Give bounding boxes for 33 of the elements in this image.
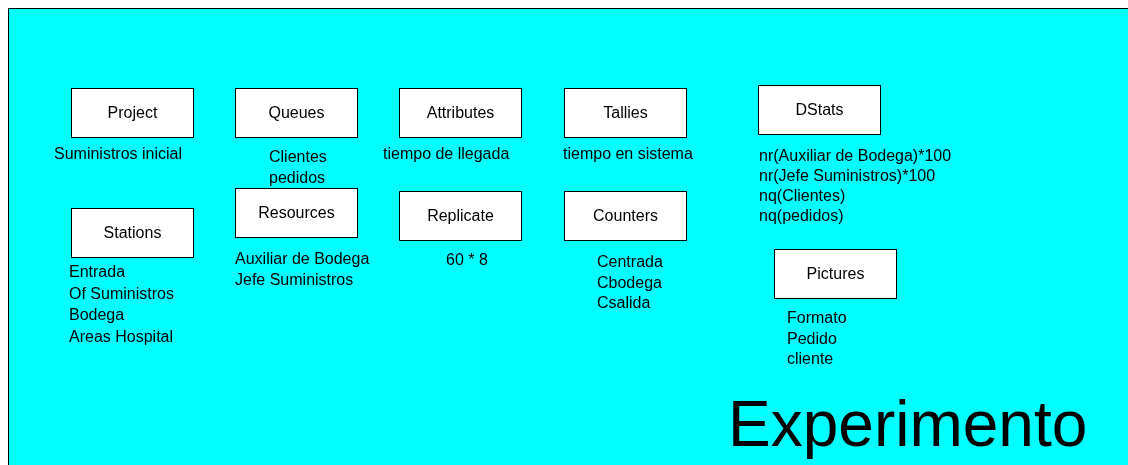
list-item: nr(Auxiliar de Bodega)*100 xyxy=(759,146,952,166)
label-box: Pictures xyxy=(774,249,897,299)
list-item: nr(Jefe Suministros)*100 xyxy=(759,166,936,186)
label-box: Stations xyxy=(71,208,194,258)
list-item: nq(Clientes) xyxy=(759,186,846,206)
list-item: 60 * 8 xyxy=(446,250,488,270)
label-box: DStats xyxy=(758,85,881,135)
label-box: Queues xyxy=(235,88,358,138)
list-item: Areas Hospital xyxy=(69,326,174,347)
list-item: Clientes xyxy=(269,147,327,167)
list-item: tiempo en sistema xyxy=(563,144,693,164)
list-item: Formato xyxy=(787,308,847,328)
list-item: Suministros inicial xyxy=(54,144,183,164)
list-item: Csalida xyxy=(597,293,651,313)
list-item: Centrada xyxy=(597,252,663,272)
title: Experimento xyxy=(728,387,1088,462)
label-box: Counters xyxy=(564,191,687,241)
list-item: Bodega xyxy=(69,305,125,325)
label-box: Replicate xyxy=(399,191,522,241)
list-item: tiempo de llegada xyxy=(383,144,510,164)
label-box: Attributes xyxy=(399,88,522,138)
label-box: Project xyxy=(71,88,194,138)
list-item: pedidos xyxy=(269,168,326,188)
list-item: cliente xyxy=(787,349,834,369)
list-item: Jefe Suministros xyxy=(235,270,354,290)
list-item: nq(pedidos) xyxy=(759,206,844,226)
list-item: Cbodega xyxy=(597,272,662,293)
label-box: Resources xyxy=(235,188,358,238)
list-item: Pedido xyxy=(787,328,837,349)
label-box: Tallies xyxy=(564,88,687,138)
list-item: Of Suministros xyxy=(69,283,174,304)
list-item: Auxiliar de Bodega xyxy=(235,249,370,269)
list-item: Entrada xyxy=(69,262,126,282)
